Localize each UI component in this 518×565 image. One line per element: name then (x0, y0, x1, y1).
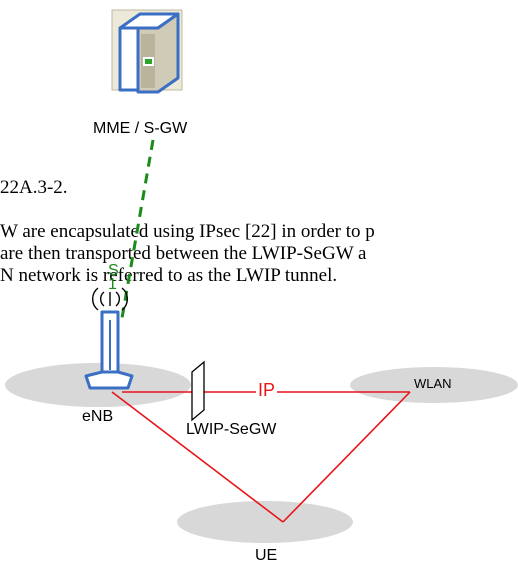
paragraph-line-3: N network is referred to as the LWIP tun… (0, 265, 338, 286)
link-wlan-ue (282, 391, 411, 523)
link-enb-ue (111, 391, 284, 523)
ue-area-ellipse (177, 501, 353, 543)
s1-link (120, 139, 155, 319)
paragraph-line-2: are then transported between the LWIP-Se… (0, 243, 367, 264)
antenna-icon (84, 287, 134, 390)
ip-link-label: IP (256, 380, 278, 401)
lwip-segw-label: LWIP-SeGW (186, 421, 277, 438)
s1-link-label: S1 (108, 262, 119, 293)
lwip-segw-box (191, 360, 205, 422)
figure-reference-text: 22A.3-2. (0, 177, 68, 198)
wlan-label: WLAN (414, 376, 452, 391)
server-icon (111, 9, 183, 94)
paragraph-line-1: W are encapsulated using IPsec [22] in o… (0, 221, 375, 242)
mme-sgw-label: MME / S-GW (93, 120, 188, 137)
ue-label: UE (255, 547, 278, 564)
wlan-area-ellipse (350, 367, 518, 403)
enb-label: eNB (82, 408, 114, 425)
